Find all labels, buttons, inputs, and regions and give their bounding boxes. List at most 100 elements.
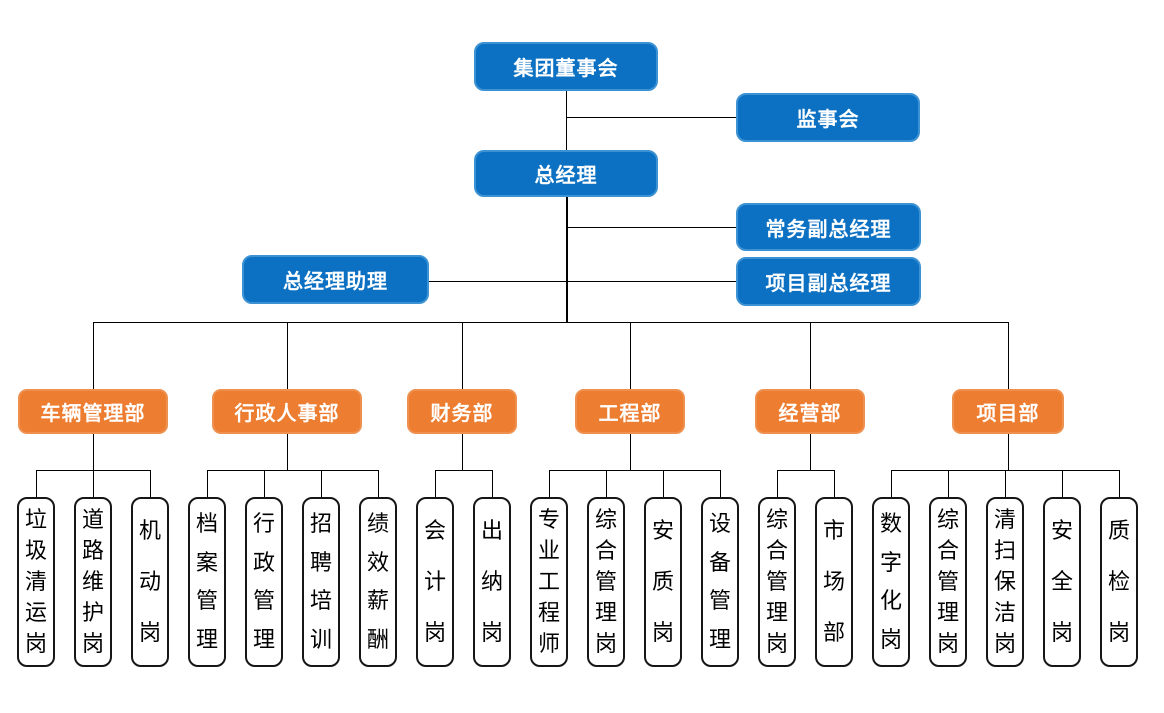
position-label-char: 扫 [993, 538, 1016, 564]
position-label-char: 质 [651, 568, 674, 594]
position-label-char: 护 [81, 599, 104, 625]
connector-line [566, 91, 568, 150]
position-box-engineering-1: 综合管理岗 [587, 497, 625, 667]
position-label-char: 综 [765, 507, 788, 533]
connector-line [1062, 470, 1064, 497]
connector-line [492, 470, 494, 497]
connector-line [777, 470, 834, 472]
connector-line [810, 322, 812, 389]
connector-line [720, 470, 722, 497]
position-label-char: 岗 [765, 630, 788, 656]
position-label-char: 维 [81, 568, 104, 594]
position-label-char: 岗 [24, 630, 47, 656]
connector-line [207, 470, 378, 472]
position-box-project-4: 质检岗 [1100, 497, 1138, 667]
position-label-char: 理 [936, 599, 959, 625]
connector-line [630, 434, 632, 470]
position-label-char: 绩 [366, 511, 389, 537]
position-label-char: 岗 [993, 630, 1016, 656]
position-label-char: 出 [480, 517, 503, 543]
connector-line [663, 470, 665, 497]
connector-line [462, 322, 464, 389]
position-label-char: 设 [708, 511, 731, 537]
position-box-engineering-2: 安质岗 [644, 497, 682, 667]
position-label-char: 岗 [480, 620, 503, 646]
position-label-char: 管 [195, 588, 218, 614]
connector-line [810, 434, 812, 470]
connector-line [287, 434, 289, 470]
position-box-finance-0: 会计岗 [416, 497, 454, 667]
position-box-admin-hr-2: 招聘培训 [302, 497, 340, 667]
exec-box-executive-deputy-general-manager: 常务副总经理 [736, 203, 921, 251]
position-label-char: 检 [1107, 568, 1130, 594]
position-label-char: 岗 [879, 626, 902, 652]
position-label-char: 安 [651, 517, 674, 543]
position-label-char: 训 [309, 626, 332, 652]
position-label-char: 师 [537, 630, 560, 656]
position-label-char: 招 [309, 511, 332, 537]
position-label-char: 动 [138, 568, 161, 594]
connector-line [429, 281, 736, 283]
connector-line [549, 470, 551, 497]
exec-box-group-board: 集团董事会 [474, 42, 658, 91]
position-label-char: 全 [1050, 568, 1073, 594]
position-label-char: 岗 [936, 630, 959, 656]
position-label-char: 质 [1107, 517, 1130, 543]
position-label-char: 政 [252, 549, 275, 575]
connector-line [566, 197, 568, 322]
position-label-char: 计 [423, 568, 446, 594]
dept-box-finance: 财务部 [407, 389, 517, 434]
position-box-finance-1: 出纳岗 [473, 497, 511, 667]
connector-line [549, 470, 720, 472]
connector-line [93, 434, 95, 470]
exec-box-general-manager: 总经理 [474, 150, 658, 197]
position-label-char: 程 [537, 599, 560, 625]
position-label-char: 案 [195, 549, 218, 575]
position-label-char: 行 [252, 511, 275, 537]
position-box-operations-0: 综合管理岗 [758, 497, 796, 667]
position-label-char: 字 [879, 549, 902, 575]
position-label-char: 岗 [1050, 620, 1073, 646]
connector-line [462, 434, 464, 470]
exec-box-general-manager-assistant: 总经理助理 [242, 255, 429, 304]
position-label-char: 效 [366, 549, 389, 575]
position-label-char: 工 [537, 568, 560, 594]
position-box-admin-hr-0: 档案管理 [188, 497, 226, 667]
position-box-vehicle-management-0: 垃圾清运岗 [17, 497, 55, 667]
position-label-char: 管 [936, 568, 959, 594]
connector-line [777, 470, 779, 497]
position-label-char: 数 [879, 511, 902, 537]
position-label-char: 场 [822, 568, 845, 594]
position-label-char: 会 [423, 517, 446, 543]
position-label-char: 薪 [366, 588, 389, 614]
position-label-char: 档 [195, 511, 218, 537]
position-label-char: 综 [936, 507, 959, 533]
connector-line [435, 470, 492, 472]
connector-line [207, 470, 209, 497]
connector-line [1119, 470, 1121, 497]
position-label-char: 管 [594, 568, 617, 594]
position-label-char: 理 [708, 626, 731, 652]
position-label-char: 管 [708, 588, 731, 614]
position-label-char: 部 [822, 620, 845, 646]
connector-line [378, 470, 380, 497]
connector-line [287, 322, 289, 389]
position-label-char: 管 [765, 568, 788, 594]
connector-line [93, 470, 95, 497]
position-label-char: 理 [195, 626, 218, 652]
position-label-char: 圾 [24, 538, 47, 564]
dept-box-operations: 经营部 [755, 389, 865, 434]
position-label-char: 合 [594, 538, 617, 564]
connector-line [834, 470, 836, 497]
position-label-char: 理 [252, 626, 275, 652]
position-label-char: 岗 [81, 630, 104, 656]
position-label-char: 管 [252, 588, 275, 614]
position-label-char: 机 [138, 517, 161, 543]
dept-box-engineering: 工程部 [575, 389, 685, 434]
position-label-char: 道 [81, 507, 104, 533]
connector-line [150, 470, 152, 497]
position-label-char: 纳 [480, 568, 503, 594]
position-label-char: 垃 [24, 507, 47, 533]
position-box-project-3: 安全岗 [1043, 497, 1081, 667]
